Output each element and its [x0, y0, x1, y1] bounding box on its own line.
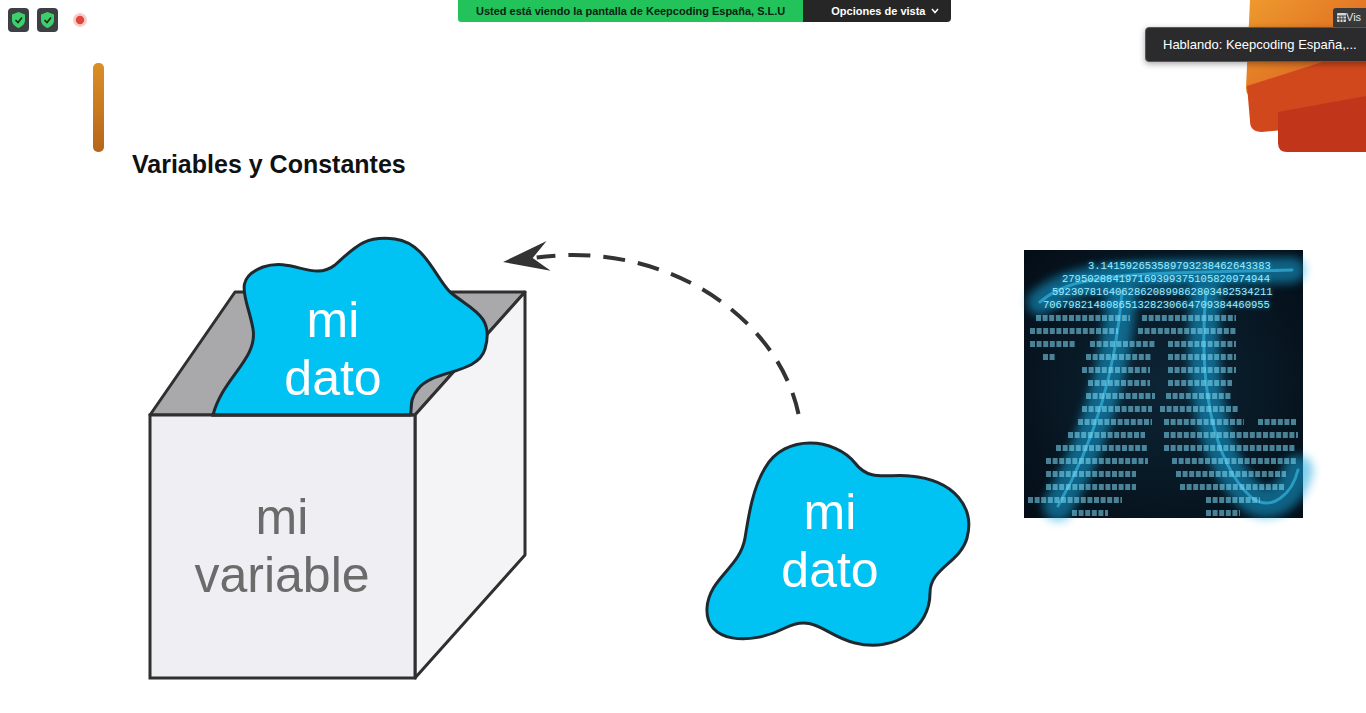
view-options-button: Opciones de vista: [803, 0, 951, 22]
speaker-tooltip: Hablando: Keepcoding España,...: [1145, 27, 1366, 62]
view-options-label: Opciones de vista: [831, 0, 925, 22]
speaker-tooltip-text: Hablando: Keepcoding España,...: [1163, 37, 1366, 52]
view-tab: Vis: [1333, 8, 1366, 28]
label-slot: 279502884197169399375105820974944: [1062, 273, 1270, 286]
node-label: mi dato: [284, 291, 381, 407]
title-slot: Variables y Constantes: [132, 149, 406, 179]
window-icons: [8, 8, 87, 32]
share-banner-status: Usted está viendo la pantalla de Keepcod…: [458, 0, 803, 22]
pi-digits: 279502884197169399375105820974944: [1062, 273, 1270, 286]
share-banner: Usted está viendo la pantalla de Keepcod…: [458, 0, 951, 22]
chevron-icon: [931, 8, 939, 14]
dashed-arrow: [503, 241, 799, 414]
slide-title: Variables y Constantes: [132, 149, 406, 179]
pi-digits: 59230781640628620899862803482534211: [1052, 286, 1273, 299]
grid-icon: [1337, 13, 1346, 22]
accent-bar: [93, 63, 104, 152]
view-tab-label: Vis: [1346, 11, 1366, 24]
node-label: mi dato: [781, 483, 878, 599]
node-label: mi variable: [194, 488, 369, 604]
pi-digits: 706798214808651328230664709384460955: [1043, 299, 1270, 312]
pi-digits: 3.141592653589793238462643383: [1088, 260, 1271, 273]
data-blob: mi dato: [213, 237, 487, 415]
share-banner-text: Usted está viendo la pantalla de Keepcod…: [476, 0, 785, 22]
label-slot: 59230781640628620899862803482534211: [1052, 286, 1273, 299]
pi-picture: [1024, 250, 1303, 518]
label-slot: 3.141592653589793238462643383: [1088, 260, 1271, 273]
arrowhead: [503, 241, 551, 271]
label-slot: 706798214808651328230664709384460955: [1043, 299, 1270, 312]
variable-box: mi variable mi dato: [150, 292, 525, 678]
connector-line: [537, 255, 799, 414]
data-blob: mi dato: [705, 428, 972, 658]
